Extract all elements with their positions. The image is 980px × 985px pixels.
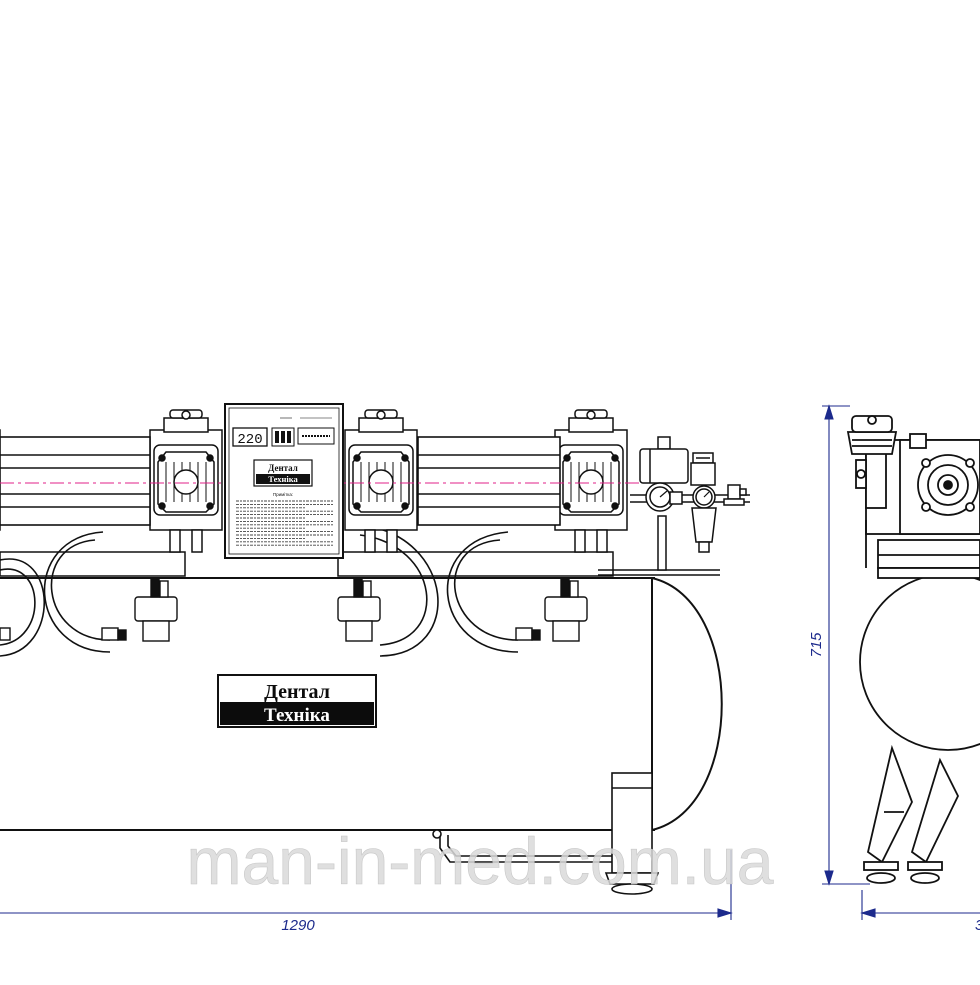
compressor-head-4: [554, 409, 628, 553]
watermark: man-in-med.com.ua: [187, 824, 774, 898]
panel-instructions-title: Примітка:: [273, 492, 293, 497]
valve-fittings: [0, 578, 588, 642]
tank-logo: Дентал Техніка: [217, 674, 377, 728]
tank-upper-platform: [0, 551, 720, 577]
cylinder-bodies: [0, 436, 561, 526]
side-view: [846, 415, 980, 884]
dimension-width-label: 1290: [281, 917, 315, 934]
dimension-depth-label: 3: [975, 917, 980, 934]
dimension-lines: [0, 404, 980, 920]
tank-right-foot: [432, 772, 660, 895]
compressor-heads: [0, 409, 628, 553]
pressure-control-unit: [630, 436, 750, 571]
tank-logo-line1: Дентал: [264, 681, 330, 703]
compressor-head-3: [344, 409, 418, 553]
panel-instruction-lines: [236, 500, 334, 546]
compressor-head-2: [149, 409, 223, 553]
control-panel: 220 Дентал Техніка Примітка:: [224, 403, 344, 559]
tank-logo-line2: Техніка: [264, 705, 330, 726]
panel-logo-line2: Техніка: [268, 474, 298, 484]
dimension-height-label: 715: [808, 632, 825, 658]
panel-logo-line1: Дентал: [268, 463, 298, 473]
panel-display-value: 220: [237, 432, 262, 448]
